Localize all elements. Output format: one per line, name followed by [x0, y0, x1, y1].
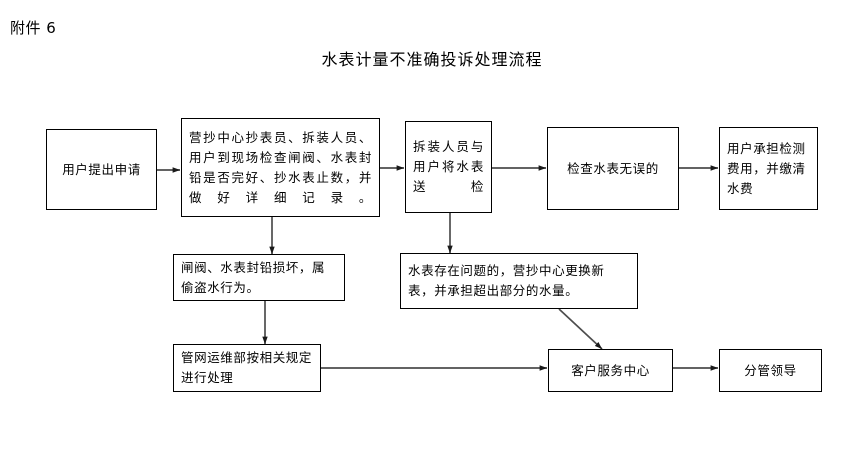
node-label: 水表存在问题的，营抄中心更换新表，并承担超出部分的水量。	[408, 263, 605, 298]
node-user-application[interactable]: 用户提出申请	[46, 129, 157, 210]
node-customer-service-center[interactable]: 客户服务中心	[548, 349, 673, 392]
node-user-pays-testing-fee[interactable]: 用户承担检测费用，并缴清水费	[719, 127, 818, 210]
node-seal-damaged-water-theft[interactable]: 闸阀、水表封铅损坏，属偷盗水行为。	[173, 254, 345, 301]
node-label: 检查水表无误的	[567, 160, 659, 176]
node-supervising-leader[interactable]: 分管领导	[719, 349, 822, 392]
node-onsite-inspection[interactable]: 营抄中心抄表员、拆装人员、用户到现场检查闸阀、水表封铅是否完好、抄水表止数，并做…	[181, 118, 380, 217]
node-label: 客户服务中心	[571, 362, 650, 378]
node-pipeline-dept-handling[interactable]: 管网运维部按相关规定进行处理	[173, 344, 321, 392]
page-title: 水表计量不准确投诉处理流程	[321, 50, 543, 69]
node-label: 用户提出申请	[62, 161, 141, 177]
node-label: 营抄中心抄表员、拆装人员、用户到现场检查闸阀、水表封铅是否完好、抄水表止数，并做…	[189, 129, 372, 205]
node-meter-faulty-replace[interactable]: 水表存在问题的，营抄中心更换新表，并承担超出部分的水量。	[400, 253, 638, 309]
node-meter-check-ok[interactable]: 检查水表无误的	[547, 127, 679, 210]
attachment-label: 附件 6	[10, 19, 57, 37]
node-label: 管网运维部按相关规定进行处理	[181, 350, 313, 385]
node-label: 分管领导	[744, 362, 797, 378]
node-send-meter-for-testing[interactable]: 拆装人员与用户将水表送检	[405, 121, 492, 213]
node-label: 闸阀、水表封铅损坏，属偷盗水行为。	[181, 259, 326, 295]
node-label: 用户承担检测费用，并缴清水费	[727, 140, 806, 196]
edge-n7-n9	[558, 308, 603, 350]
node-label: 拆装人员与用户将水表送检	[413, 139, 484, 194]
